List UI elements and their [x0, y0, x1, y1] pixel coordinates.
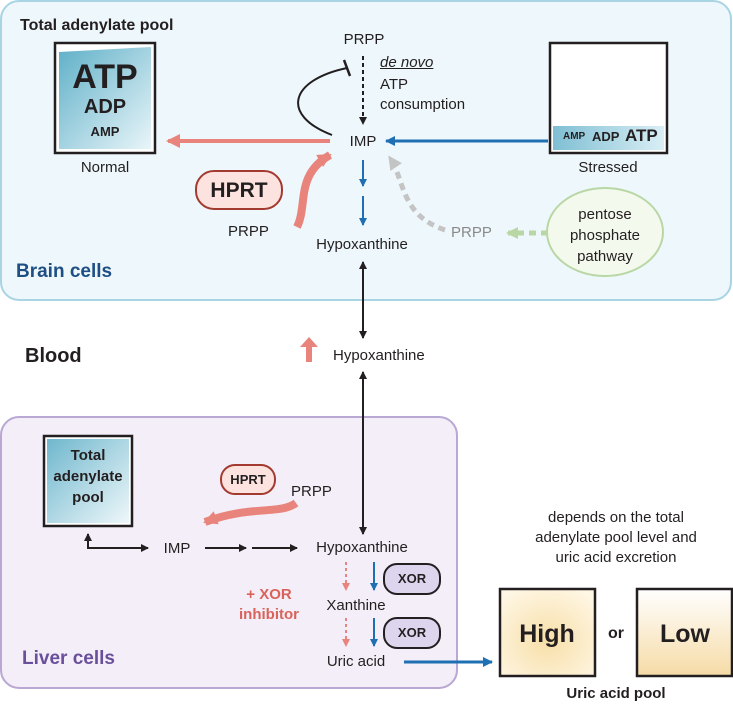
uric-note-line2: adenylate pool level and	[535, 529, 697, 546]
normal-label: Normal	[80, 159, 130, 176]
high-label: High	[519, 620, 575, 648]
uric-note-line1: depends on the total	[548, 509, 684, 526]
xor-inhibitor-line1: + XOR	[246, 586, 292, 603]
liver-hprt-label: HPRT	[230, 472, 266, 487]
liver-pool-line1: Total	[70, 447, 106, 464]
or-label: or	[608, 625, 624, 642]
brain-hprt-label: HPRT	[210, 179, 268, 202]
xor-inhibitor-line2: inhibitor	[239, 606, 299, 623]
atp-consumption-line1: ATP	[380, 76, 409, 93]
brain-prpp-gray: PRPP	[451, 224, 492, 241]
xor-pill-1	[383, 563, 441, 595]
xor-pill-2	[383, 617, 441, 649]
liver-imp-label: IMP	[163, 540, 191, 557]
normal-amp-label: AMP	[90, 124, 120, 139]
brain-hprt-pill	[195, 170, 283, 210]
liver-hprt-pill	[220, 464, 276, 495]
xanthine-label: Xanthine	[326, 597, 386, 614]
liver-hprt-salvage-arrow	[203, 499, 299, 526]
low-label: Low	[660, 620, 710, 648]
brain-prpp-top: PRPP	[343, 31, 385, 48]
stressed-atp-label: ATP	[625, 126, 658, 145]
brain-hypoxanthine-label: Hypoxanthine	[316, 236, 408, 253]
uric-acid-label: Uric acid	[326, 653, 386, 670]
liver-hypoxanthine-label: Hypoxanthine	[316, 539, 408, 556]
brain-imp-label: IMP	[349, 133, 377, 150]
de-novo-label: de novo	[380, 54, 434, 71]
hprt-salvage-arrow	[293, 151, 333, 229]
ppp-line2: phosphate	[569, 227, 641, 244]
stressed-adp-label: ADP	[592, 129, 620, 144]
liver-pool-fill	[47, 439, 129, 523]
ppp-prpp-to-imp-arrow	[387, 155, 446, 233]
liver-pool-imp-connector	[84, 533, 149, 552]
xor-label-2: XOR	[397, 625, 427, 640]
brain-pool-title: Total adenylate pool	[20, 17, 174, 34]
stressed-label: Stressed	[578, 159, 638, 176]
normal-pool-fill	[59, 47, 151, 149]
liver-pool-line2: adenylate	[53, 468, 123, 485]
blood-hypoxanthine-label: Hypoxanthine	[333, 347, 425, 364]
brain-prpp-left: PRPP	[228, 223, 269, 240]
normal-adp-label: ADP	[83, 96, 127, 118]
uric-note-line3: uric acid excretion	[555, 549, 677, 566]
uric-pool-label: Uric acid pool	[566, 685, 666, 702]
liver-region-label: Liver cells	[22, 648, 115, 669]
blood-hx-increase-arrow	[300, 337, 318, 362]
inhibition-bar	[342, 59, 352, 77]
brain-region-label: Brain cells	[16, 261, 113, 282]
ppp-line1: pentose	[578, 206, 632, 223]
low-pool-box	[635, 587, 733, 678]
xor-label-1: XOR	[397, 571, 427, 586]
atp-consumption-line2: consumption	[380, 96, 466, 113]
stressed-pool-fill	[553, 126, 664, 150]
blood-label: Blood	[25, 345, 82, 367]
stressed-amp-label: AMP	[563, 131, 586, 142]
ppp-line3: pathway	[577, 248, 633, 265]
high-pool-box	[498, 587, 597, 678]
liver-prpp-label: PRPP	[291, 483, 332, 500]
pentose-phosphate-pathway-ellipse	[546, 187, 664, 277]
feedback-inhibition-curve	[297, 67, 348, 136]
normal-atp-label: ATP	[72, 58, 138, 96]
liver-pool-line3: pool	[72, 489, 104, 506]
